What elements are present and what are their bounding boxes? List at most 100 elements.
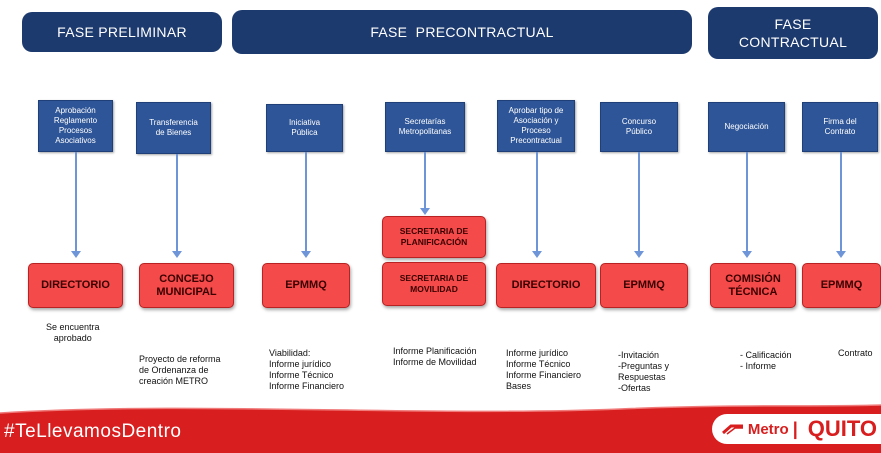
step-aprobacion-reglamento: Aprobación Reglamento Procesos Asociativ… — [38, 100, 113, 152]
note-proyecto-reforma: Proyecto de reforma de Ordenanza de crea… — [139, 354, 221, 387]
metro-quito-logo: Metro | QUITO — [711, 409, 881, 449]
note-line: Informe Técnico — [269, 370, 334, 380]
connector-line — [75, 152, 77, 252]
note-line: -Preguntas y — [618, 361, 670, 371]
step-transferencia-bienes: Transferencia de Bienes — [136, 102, 211, 154]
metro-train-icon — [721, 424, 743, 435]
entity-label: EPMMQ — [623, 279, 665, 291]
arrow-down-icon — [71, 251, 81, 258]
connector-line — [536, 152, 538, 252]
entity-label: COMISIÓN — [725, 272, 781, 285]
step-text: Proceso — [521, 126, 551, 135]
note-line: de Ordenanza de — [139, 365, 209, 375]
step-concurso-publico: Concurso Público — [600, 102, 678, 152]
entity-epmmq-1: EPMMQ — [262, 263, 350, 308]
step-text: Pública — [291, 128, 318, 137]
entity-label: MUNICIPAL — [156, 285, 217, 298]
step-text: Asociativos — [55, 136, 96, 145]
connector-line — [176, 154, 178, 252]
entity-directorio-2: DIRECTORIO — [496, 263, 596, 308]
entity-label: SECRETARIA DE — [399, 273, 469, 283]
note-line: -Ofertas — [618, 383, 651, 393]
footer-wave-decoration — [0, 395, 881, 414]
note-line: aprobado — [53, 333, 92, 343]
step-text: Metropolitanas — [398, 127, 452, 136]
entity-secretaria-planificacion: SECRETARIA DE PLANIFICACIÓN — [382, 216, 486, 258]
step-firma-contrato: Firma del Contrato — [802, 102, 878, 152]
note-line: Informe Financiero — [269, 381, 345, 391]
entity-label: DIRECTORIO — [511, 279, 581, 291]
phase-contractual-header: FASE CONTRACTUAL — [708, 7, 878, 59]
entity-label: EPMMQ — [820, 279, 863, 291]
logo-separator: | — [792, 418, 798, 439]
step-aprobar-tipo-asociacion: Aprobar tipo de Asociación y Proceso Pre… — [497, 100, 575, 152]
arrow-down-icon — [742, 251, 752, 258]
note-line: Informe Financiero — [506, 370, 582, 380]
note-line: Viabilidad: — [269, 348, 311, 358]
step-text: Aprobación — [55, 106, 96, 115]
note-line: Bases — [506, 381, 532, 391]
note-line: - Calificación — [740, 350, 792, 360]
step-text: Aprobar tipo de — [508, 106, 564, 115]
step-text: Negociación — [724, 122, 769, 131]
entity-directorio-1: DIRECTORIO — [28, 263, 123, 308]
arrow-down-icon — [532, 251, 542, 258]
note-line: - Informe — [740, 361, 777, 371]
step-text: Procesos — [58, 126, 93, 135]
note-line: -Invitación — [618, 350, 660, 360]
step-text: Público — [625, 127, 653, 136]
step-text: de Bienes — [155, 128, 192, 137]
connector-line — [746, 152, 748, 252]
entity-label: CONCEJO — [159, 272, 214, 285]
note-concurso: -Invitación -Preguntas y Respuestas -Ofe… — [618, 350, 669, 394]
phase-preliminar-header: FASE PRELIMINAR — [22, 12, 222, 52]
entity-epmmq-2: EPMMQ — [600, 263, 688, 308]
entity-epmmq-3: EPMMQ — [802, 263, 881, 308]
arrow-down-icon — [634, 251, 644, 258]
entity-label: TÉCNICA — [728, 285, 778, 298]
connector-line — [305, 152, 307, 252]
phase-contractual-label-line2: CONTRACTUAL — [738, 34, 848, 50]
phase-precontractual-label: FASE PRECONTRACTUAL — [370, 24, 554, 40]
step-text: Concurso — [621, 117, 657, 126]
connector-line — [424, 152, 426, 210]
step-text: Iniciativa — [288, 118, 321, 127]
logo-metro-text: Metro — [747, 420, 789, 438]
note-informes-secretarias: Informe Planificación Informe de Movilid… — [393, 346, 477, 368]
note-line: Informe de Movilidad — [393, 357, 477, 367]
entity-label: PLANIFICACIÓN — [400, 237, 468, 247]
step-text: Transferencia — [149, 118, 198, 127]
entity-secretaria-movilidad: SECRETARIA DE MOVILIDAD — [382, 262, 486, 306]
entity-label: EPMMQ — [285, 279, 327, 291]
note-viabilidad: Viabilidad: Informe jurídico Informe Téc… — [269, 348, 344, 394]
note-line: Respuestas — [618, 372, 666, 382]
arrow-down-icon — [172, 251, 182, 258]
entity-label: MOVILIDAD — [410, 284, 458, 294]
step-text: Reglamento — [53, 116, 98, 125]
note-line: Proyecto de reforma — [139, 354, 221, 364]
entity-label: DIRECTORIO — [41, 279, 110, 291]
arrow-down-icon — [420, 208, 430, 215]
step-secretarias-metropolitanas: Secretarías Metropolitanas — [385, 102, 465, 152]
note-line: creación METRO — [139, 376, 209, 386]
step-text: Asociación y — [513, 116, 559, 125]
phase-contractual-label-line1: FASE — [774, 16, 812, 32]
logo-quito-text: QUITO — [807, 414, 881, 444]
step-text: Contrato — [824, 127, 856, 136]
note-line: Se encuentra — [46, 322, 100, 332]
note-line: Informe jurídico — [506, 348, 569, 358]
step-text: Secretarías — [404, 117, 446, 126]
note-calificacion: - Calificación - Informe — [740, 350, 792, 372]
note-line: Informe Técnico — [506, 359, 571, 369]
entity-comision-tecnica: COMISIÓN TÉCNICA — [710, 263, 796, 308]
logo-metro: Metro | — [711, 414, 808, 444]
note-line: Contrato — [838, 348, 873, 358]
entity-concejo-municipal: CONCEJO MUNICIPAL — [139, 263, 234, 308]
note-contrato: Contrato — [838, 348, 881, 359]
entity-label: SECRETARIA DE — [399, 226, 469, 236]
step-negociacion: Negociación — [708, 102, 785, 152]
note-se-encuentra-aprobado: Se encuentra aprobado — [46, 322, 100, 344]
connector-line — [638, 152, 640, 252]
arrow-down-icon — [301, 251, 311, 258]
arrow-down-icon — [836, 251, 846, 258]
